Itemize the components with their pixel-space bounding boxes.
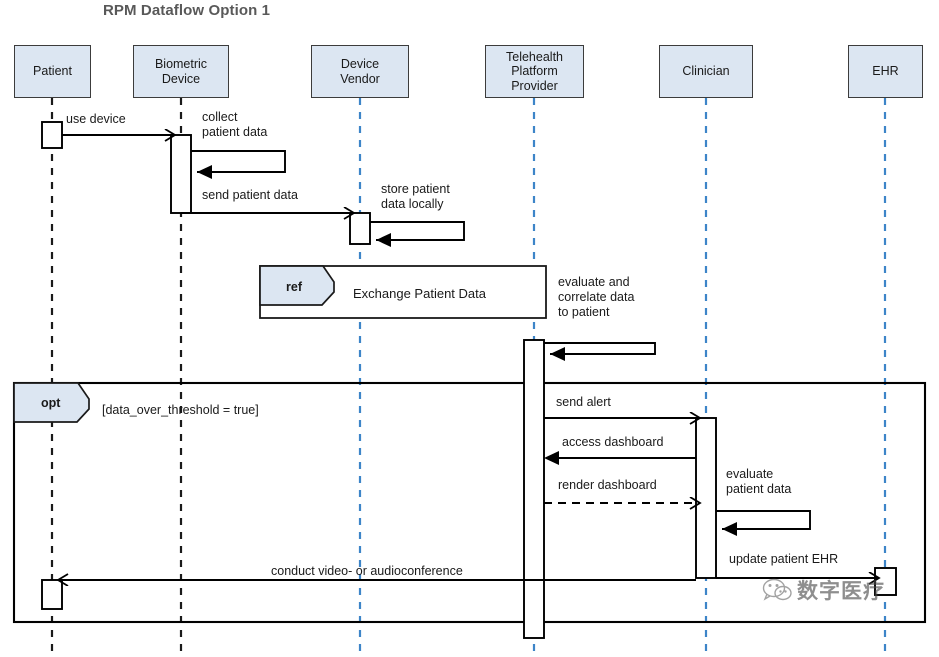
message-label-access-dashboard: access dashboard: [562, 435, 664, 449]
page-title: RPM Dataflow Option 1: [103, 2, 271, 19]
fragment-operator-opt: opt: [41, 396, 61, 410]
message-label-evaluate-patient-data: evaluate patient data: [726, 467, 792, 496]
actor-ehr[interactable]: EHR: [848, 45, 923, 98]
message-label-render-dashboard: render dashboard: [558, 478, 657, 492]
activation-device-vendor: [349, 212, 371, 245]
message-arrow-store-patient-data-locally: [370, 221, 465, 247]
message-arrow-evaluate-patient-data: [716, 510, 811, 536]
actor-device-vendor[interactable]: Device Vendor: [311, 45, 409, 98]
fragment-opt-data-over-threshold: [12, 381, 927, 624]
fragment-ref-exchange-patient-data: [259, 265, 547, 319]
actor-clinician[interactable]: Clinician: [659, 45, 753, 98]
message-label-send-patient-data: send patient data: [202, 188, 298, 202]
activation-biometric-device: [170, 134, 192, 214]
message-label-store-patient-data-locally: store patient data locally: [381, 182, 450, 211]
activation-patient-1: [41, 121, 63, 149]
message-label-evaluate-and-correlate-data-to-patient: evaluate and correlate data to patient: [558, 275, 635, 319]
actor-device-vendor-label-1: Device: [340, 57, 380, 71]
message-label-send-alert: send alert: [556, 395, 611, 409]
actor-device-vendor-label-2: Vendor: [340, 71, 380, 86]
message-label-use-device: use device: [66, 112, 126, 126]
actor-telehealth-label-3: Provider: [511, 78, 558, 93]
fragment-operator-ref: ref: [286, 280, 302, 294]
fragment-title-exchange-patient-data: Exchange Patient Data: [353, 286, 486, 301]
activation-telehealth: [523, 339, 545, 639]
actor-patient-label: Patient: [33, 64, 72, 79]
actor-biometric-device[interactable]: Biometric Device: [133, 45, 229, 98]
actor-biometric-device-label-1: Biometric: [154, 57, 208, 71]
message-label-collect-patient-data: collect patient data: [202, 110, 268, 139]
actor-clinician-label: Clinician: [682, 64, 730, 79]
message-arrow-collect-patient-data: [191, 150, 286, 179]
message-arrow-access-dashboard: [544, 451, 696, 465]
actor-patient[interactable]: Patient: [14, 45, 91, 98]
actor-biometric-device-label-2: Device: [161, 71, 201, 86]
message-label-update-patient-ehr: update patient EHR: [729, 552, 839, 566]
actor-telehealth-platform-provider[interactable]: Telehealth Platform Provider: [485, 45, 584, 98]
fragment-guard-data-over-threshold: [data_over_threshold = true]: [102, 403, 259, 417]
activation-clinician: [695, 417, 717, 579]
actor-telehealth-label-2: Platform: [511, 64, 558, 79]
message-label-conduct-video-or-audioconference: conduct video- or audioconference: [271, 564, 463, 578]
actor-telehealth-label-1: Telehealth: [506, 49, 563, 64]
activation-ehr: [874, 567, 897, 596]
message-arrow-evaluate-and-correlate-data-to-patient: [544, 342, 656, 361]
activation-patient-2: [41, 579, 63, 610]
actor-ehr-label: EHR: [872, 64, 899, 79]
